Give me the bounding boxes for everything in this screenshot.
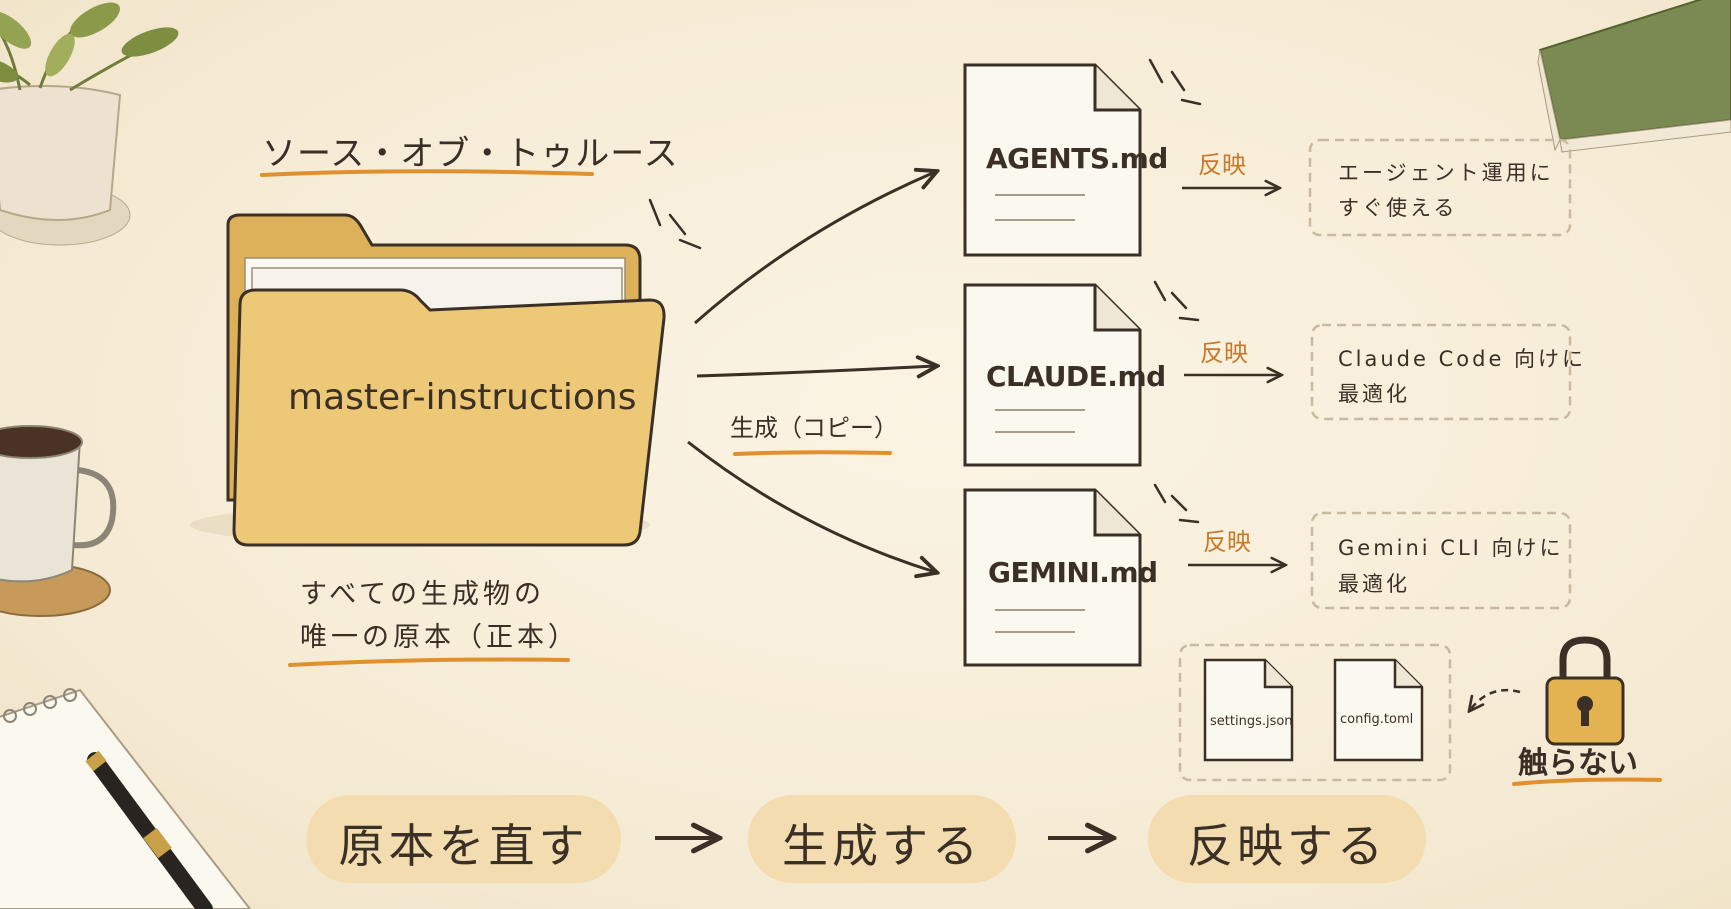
note-gemini-line-2: 最適化 (1338, 572, 1410, 596)
book-decoration (1537, 0, 1731, 153)
gemini-md-filename: GEMINI.md (988, 556, 1158, 589)
reflect-label-gemini: 反映 (1203, 528, 1251, 556)
document-icon-gemini (963, 488, 1142, 667)
note-box-claude (1310, 323, 1572, 421)
config-toml-label: config.toml (1340, 712, 1414, 727)
reflect-label-agents: 反映 (1198, 151, 1246, 179)
generate-arrow-agents (694, 172, 935, 325)
folder-label: master-instructions (288, 377, 637, 418)
flow-pill-2 (748, 795, 1016, 883)
generate-arrow-gemini (687, 440, 935, 572)
notebook-decoration (0, 688, 252, 909)
note-box-agents (1308, 138, 1572, 237)
folder-icon (190, 213, 666, 547)
title-underline (260, 169, 594, 177)
note-claude-line-2: 最適化 (1338, 382, 1410, 406)
note-gemini-line-1: Gemini CLI 向けに (1338, 536, 1564, 560)
settings-json-label: settings.json (1210, 714, 1293, 729)
folder-desc-line-2: 唯一の原本（正本） (300, 622, 579, 653)
plant-decoration (0, 2, 179, 246)
flow-step-reflect: 反映する (1187, 819, 1387, 873)
generate-label-underline (733, 450, 892, 456)
config-toml-file-icon (1333, 658, 1424, 762)
generate-arrow-claude (696, 366, 935, 376)
document-icon-agents (963, 63, 1142, 257)
flow-step-fix-original: 原本を直す (338, 819, 589, 873)
generate-label: 生成（コピー） (730, 414, 898, 442)
source-of-truth-title: ソース・オブ・トゥルース (262, 134, 679, 174)
agents-md-filename: AGENTS.md (986, 142, 1168, 175)
coffee-cup-decoration (0, 425, 117, 617)
protected-files-box (1178, 643, 1452, 782)
note-agents-line-1: エージェント運用に (1338, 161, 1554, 185)
lock-icon (1545, 636, 1625, 746)
claude-md-filename: CLAUDE.md (986, 360, 1166, 393)
note-box-gemini (1310, 511, 1572, 610)
note-agents-line-2: すぐ使える (1338, 196, 1458, 220)
sparkle-marks (648, 58, 1202, 524)
folder-desc-line-1: すべての生成物の (300, 579, 546, 610)
lock-arrow (1470, 688, 1521, 710)
flow-step-generate: 生成する (782, 819, 982, 873)
no-touch-label: 触らない (1518, 746, 1638, 781)
reflect-label-claude: 反映 (1200, 339, 1248, 367)
no-touch-underline (1512, 777, 1662, 786)
document-icon-claude (963, 283, 1142, 467)
folder-desc-underline (288, 657, 570, 667)
settings-json-file-icon (1203, 658, 1294, 762)
note-claude-line-1: Claude Code 向けに (1338, 347, 1587, 371)
flow-pill-1 (306, 795, 621, 883)
flow-pill-3 (1148, 795, 1426, 883)
